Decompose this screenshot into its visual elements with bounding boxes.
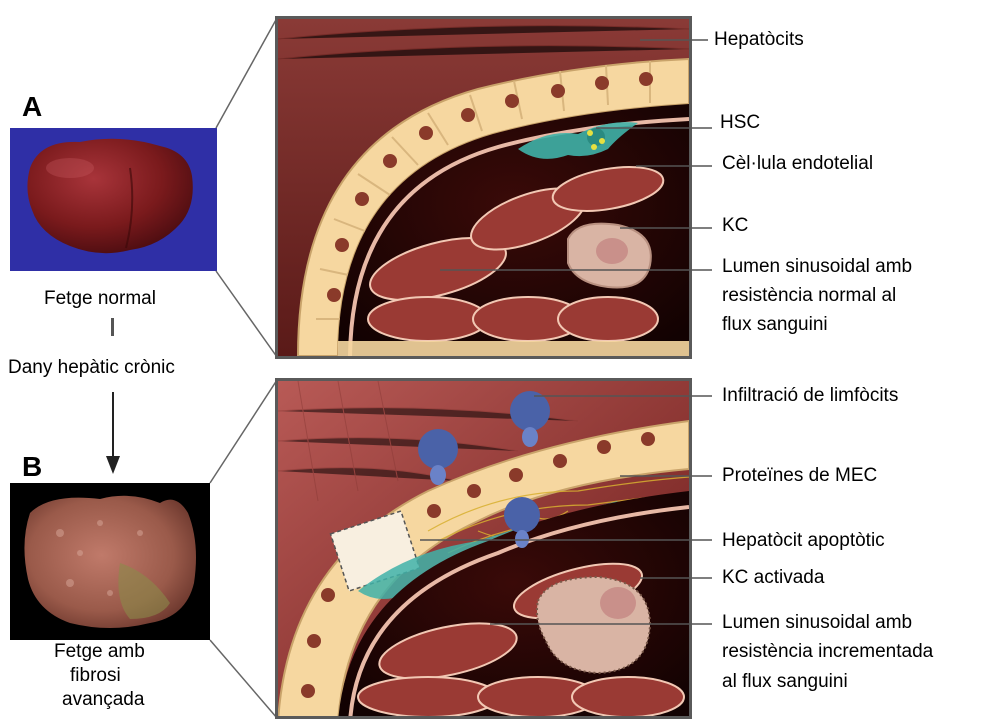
label-ecm-proteins: Proteïnes de MEC xyxy=(722,464,877,488)
label-lymphocyte-infiltration: Infiltració de limfòcits xyxy=(722,384,898,408)
label-activated-kc: KC activada xyxy=(722,566,824,590)
label-lumen-b-line3: al flux sanguini xyxy=(722,670,848,694)
label-lumen-b-line2: resistència incrementada xyxy=(722,640,933,664)
label-apoptotic-hepatocyte: Hepatòcit apoptòtic xyxy=(722,529,885,553)
label-lumen-b-line1: Lumen sinusoidal amb xyxy=(722,611,912,635)
